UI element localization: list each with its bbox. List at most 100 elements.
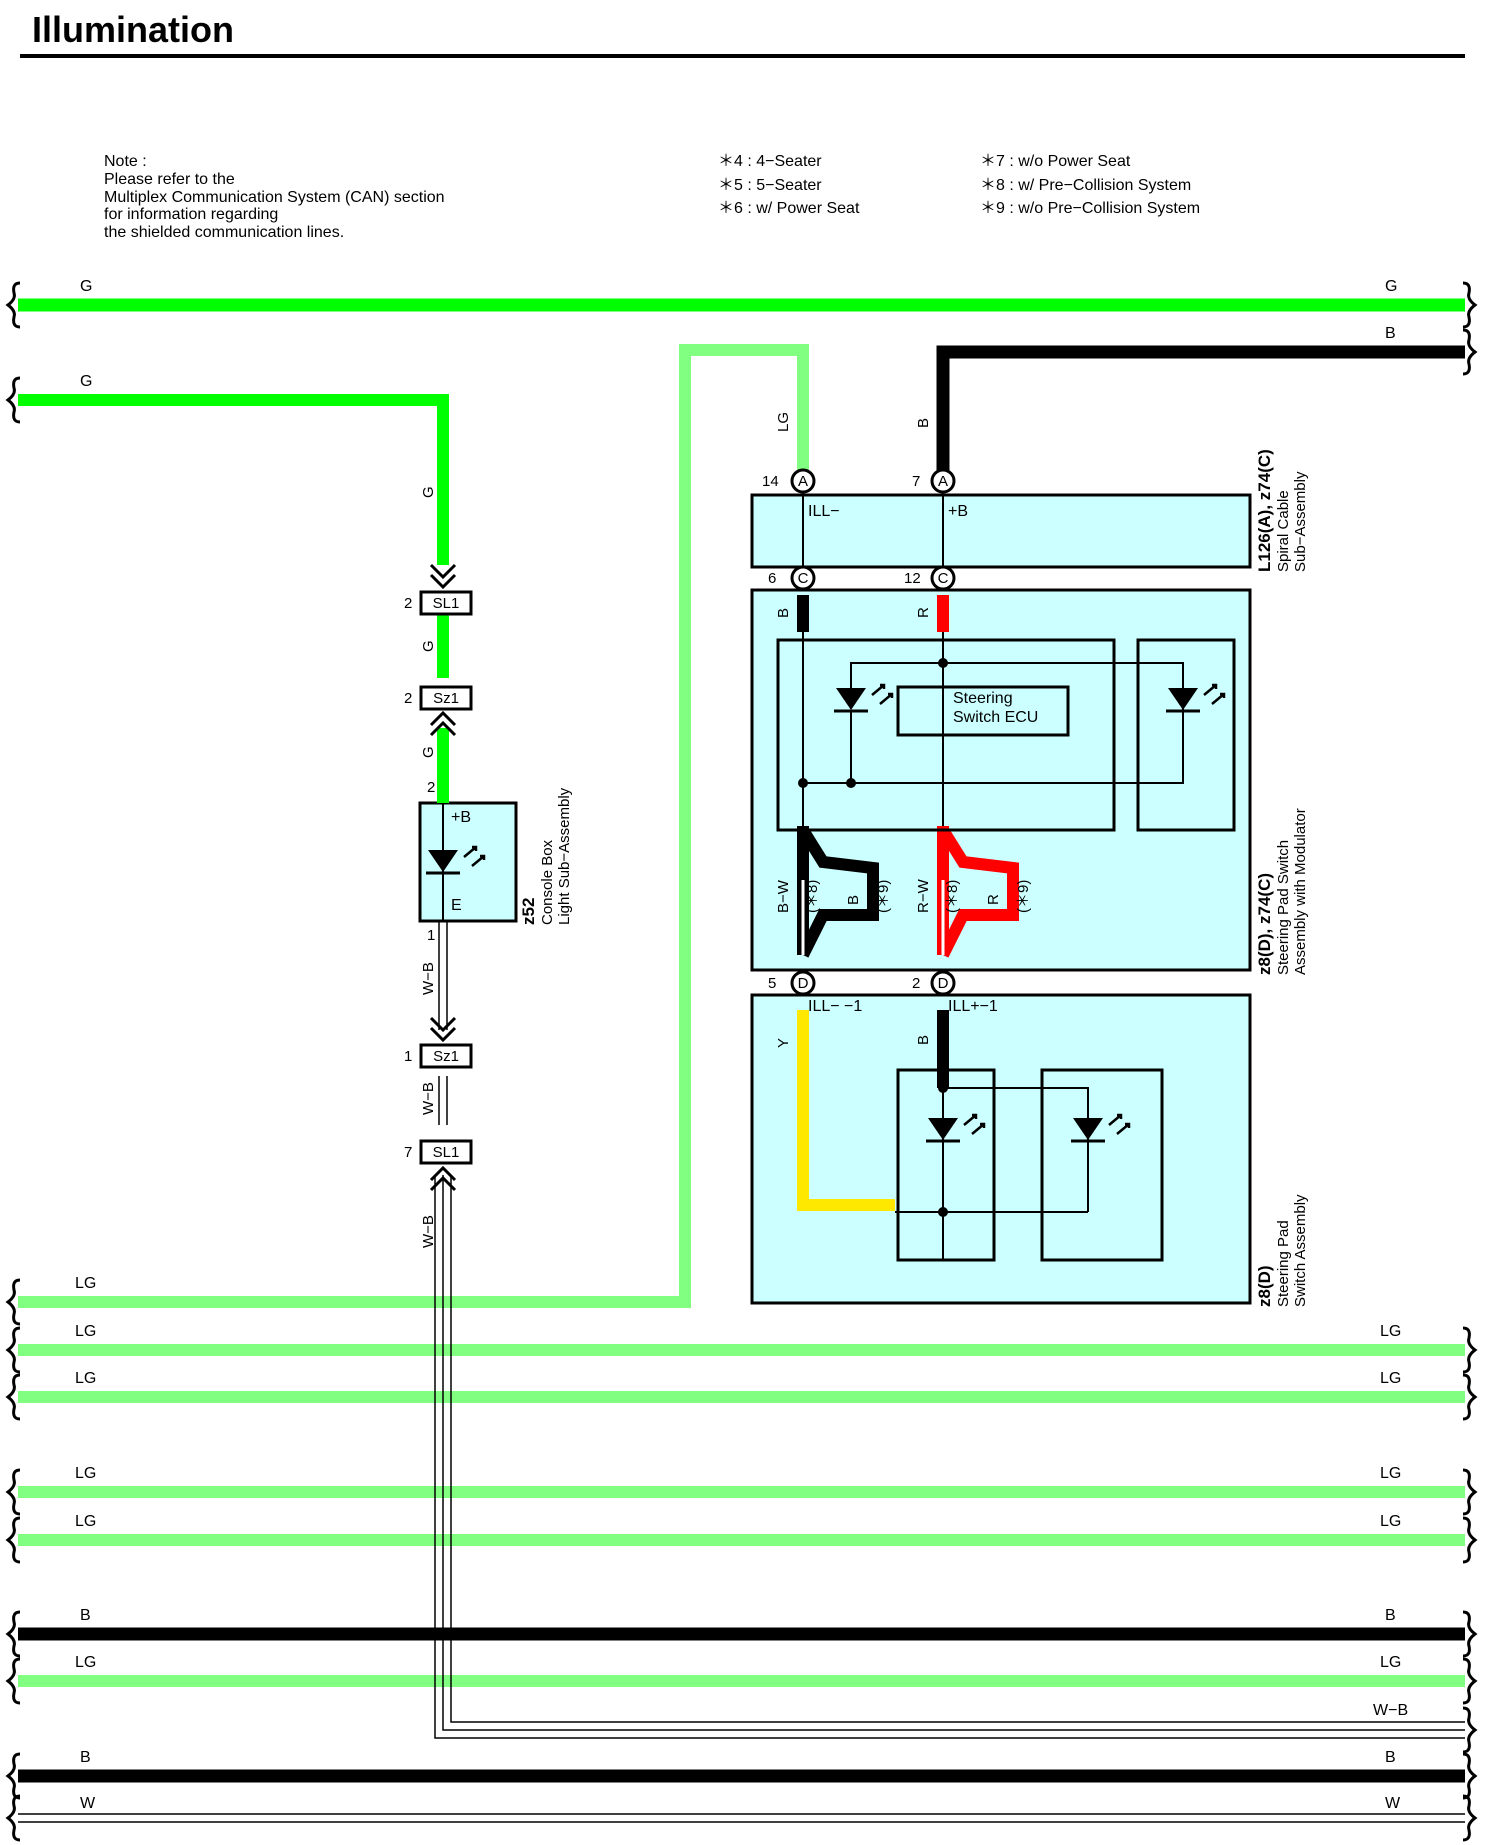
wire-label: B <box>1385 1607 1396 1624</box>
legend-item: ＊6 : w/ Power Seat <box>718 200 860 217</box>
terminal-label: ILL− <box>808 503 840 520</box>
connector-sl1 <box>419 1139 473 1165</box>
wire-label: G <box>420 640 437 652</box>
pad-led-box-1 <box>896 1068 996 1262</box>
legend-item: ＊9 : w/o Pre−Collision System <box>980 200 1200 217</box>
component-code: z8(D), z74(C) <box>1255 873 1274 975</box>
junction-dots <box>798 658 948 1217</box>
wire-label: LG <box>1380 1323 1401 1340</box>
variant-legend: ＊4 : 4−Seater ＊5 : 5−Seater ＊6 : w/ Powe… <box>718 153 1200 217</box>
wire-label: LG <box>75 1323 96 1340</box>
legend-item: ＊4 : 4−Seater <box>718 153 822 170</box>
wire-wb <box>434 921 1465 1739</box>
pin-number: 14 <box>762 473 779 490</box>
continuation-braces <box>5 281 1478 1842</box>
legend-item: ＊8 : w/ Pre−Collision System <box>980 177 1191 194</box>
wire-y <box>797 1010 895 1211</box>
wire-label: R−W <box>915 878 932 913</box>
note-line: Please refer to the <box>104 171 235 188</box>
wire-label: B <box>775 608 792 618</box>
connector-a: A <box>798 473 808 490</box>
component-name: Steering Pad <box>1275 1220 1292 1307</box>
note-heading: Note : <box>104 153 147 170</box>
led-icon <box>426 845 486 875</box>
ecu-label: Steering <box>953 690 1013 707</box>
vertical-wire-labels: G G G W−B W−B W−B LG B B R B−W (＊8) B (＊… <box>420 412 1032 1248</box>
wire-label: B <box>80 1607 91 1624</box>
wire-label: R <box>915 607 932 618</box>
wire-label: LG <box>775 412 792 432</box>
wire-label: R <box>985 894 1002 905</box>
spiral-cable-box <box>750 493 1252 569</box>
wire-label: LG <box>75 1275 96 1292</box>
component-code: z8(D) <box>1255 1265 1274 1307</box>
component-names: L126(A), z74(C) Spiral Cable Sub−Assembl… <box>519 449 1309 1307</box>
steering-switch-ecu-box <box>896 685 1070 737</box>
wire-label: W−B <box>420 1082 437 1115</box>
pad-led-box-2 <box>1040 1068 1164 1262</box>
wire-label: LG <box>75 1465 96 1482</box>
wire-label: LG <box>75 1370 96 1387</box>
pin-number: 2 <box>404 690 412 707</box>
wire-label: B−W <box>775 879 792 913</box>
component-code: z52 <box>519 898 538 925</box>
connector-sz1-label: Sz1 <box>433 1048 459 1065</box>
wire-label: B <box>915 1035 932 1045</box>
variant-label: (＊9) <box>1015 880 1032 913</box>
variant-label: (＊8) <box>804 880 821 913</box>
wire-b-to-spiral <box>936 345 1465 472</box>
internal-circuit <box>442 495 1184 1260</box>
connector-sl1 <box>419 590 473 616</box>
component-name: Console Box <box>539 839 556 925</box>
component-name: Light Sub−Assembly <box>556 787 573 925</box>
pin-number: 2 <box>404 595 412 612</box>
ecu-label: Switch ECU <box>953 709 1038 726</box>
wire-label: LG <box>75 1513 96 1530</box>
pin-number: 5 <box>768 975 776 992</box>
horizontal-wire-labels: G G B G LG LG LG LG LG LG LG LG LG B B L… <box>75 278 1408 1812</box>
led-icon <box>834 683 894 713</box>
wire-label: B <box>915 418 932 428</box>
note-line: for information regarding <box>104 206 278 223</box>
wire-label: G <box>80 278 92 295</box>
wire-label: G <box>420 486 437 498</box>
terminal-label: +B <box>948 503 968 520</box>
led-icon <box>926 1113 986 1143</box>
terminal-label: E <box>451 897 462 914</box>
pin-number: 1 <box>404 1048 412 1065</box>
component-name: Steering Pad Switch <box>1275 840 1292 975</box>
wire-label: LG <box>1380 1465 1401 1482</box>
connector-d: D <box>938 975 949 992</box>
page-title: Illumination <box>32 9 234 50</box>
pin-number: 7 <box>404 1144 412 1161</box>
component-name: Switch Assembly <box>1292 1194 1309 1307</box>
note-line: the shielded communication lines. <box>104 224 344 241</box>
component-name: Assembly with Modulator <box>1292 808 1309 975</box>
wire-label: LG <box>1380 1370 1401 1387</box>
legend-item: ＊7 : w/o Power Seat <box>980 153 1131 170</box>
wire-label: LG <box>1380 1513 1401 1530</box>
terminal-label: ILL+−1 <box>948 998 998 1015</box>
component-code: L126(A), z74(C) <box>1255 449 1274 572</box>
terminal-label: ILL− −1 <box>808 998 862 1015</box>
note: Note : Please refer to the Multiplex Com… <box>104 153 445 241</box>
steering-pad-switch-box <box>750 588 1252 972</box>
note-line: Multiplex Communication System (CAN) sec… <box>104 189 445 206</box>
wire-label: LG <box>75 1654 96 1671</box>
wire-label: W−B <box>1373 1702 1408 1719</box>
wire-b-variant <box>797 826 879 958</box>
pin-number: 6 <box>768 570 776 587</box>
pin-number: 12 <box>904 570 921 587</box>
connector-circles: A A C C D D <box>790 468 956 996</box>
wire-label: B <box>1385 325 1396 342</box>
pin-numbers: 2 2 2 1 1 7 14 7 6 12 5 2 <box>404 473 921 1161</box>
wire-label: G <box>420 746 437 758</box>
led-icon <box>1166 683 1226 713</box>
wire-label: Y <box>775 1038 792 1048</box>
pin-number: 2 <box>427 779 435 796</box>
connector-sl1-label: SL1 <box>433 595 460 612</box>
ecu-module-box <box>776 638 1116 832</box>
component-name: Spiral Cable <box>1275 490 1292 572</box>
connector-sz1-label: Sz1 <box>433 690 459 707</box>
